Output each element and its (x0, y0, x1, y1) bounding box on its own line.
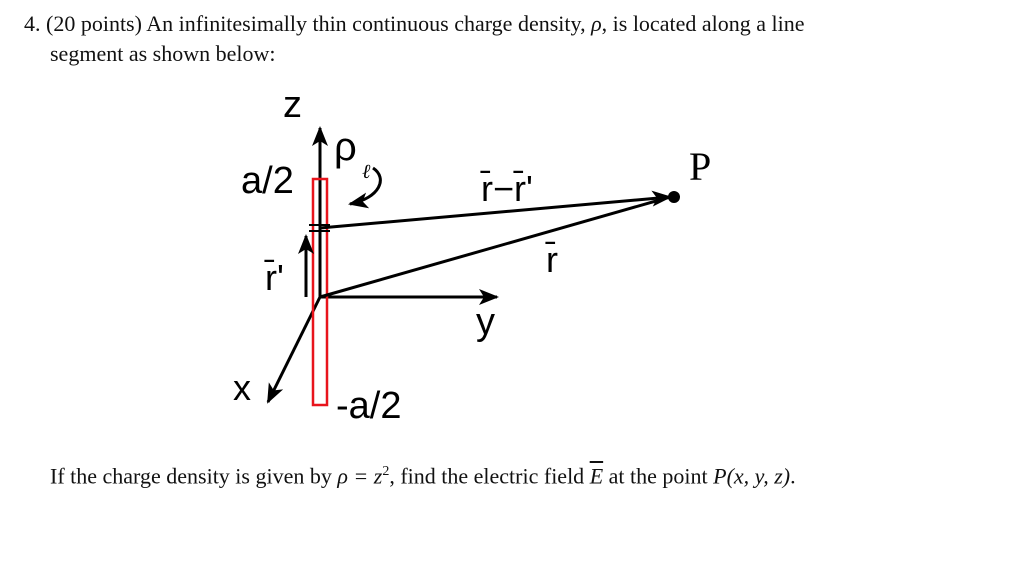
point-expression: P(x, y, z) (713, 463, 791, 489)
electric-field-symbol: E (589, 463, 604, 489)
rho-label: ρ (334, 125, 357, 169)
x-axis-label: x (233, 367, 251, 408)
bottom-limit-label: -a/2 (336, 385, 401, 427)
z-axis-label: z (283, 84, 302, 126)
problem-number: 4. (24, 11, 41, 36)
point-p-label: P (689, 144, 711, 189)
y-axis-label: y (476, 301, 495, 343)
exponent: 2 (382, 464, 390, 479)
r-minus-r-prime-label: r̄−r̄' (480, 168, 533, 209)
rho-symbol: ρ (591, 11, 602, 36)
intro-text-cont: , is located along a line (601, 11, 805, 36)
x-axis (266, 296, 322, 404)
top-limit-label: a/2 (241, 160, 294, 202)
charge-line-segment (311, 177, 329, 407)
problem-statement-line2: segment as shown below: (50, 41, 276, 66)
rho-subscript: ℓ (362, 161, 371, 183)
question-end: . (790, 463, 796, 489)
r-minus-r-prime-vector (319, 190, 672, 230)
r-prime-label: r̄' (264, 257, 284, 298)
r-vector (319, 195, 671, 299)
rho-curved-arrow (348, 166, 382, 209)
question-text-cont2: at the point (603, 463, 714, 489)
problem-statement-line1: 4. (20 points) An infinitesimally thin c… (24, 10, 804, 38)
question-text: If the charge density is given by (50, 463, 338, 489)
point-p-dot (668, 191, 680, 203)
r-label: r̄ (545, 239, 558, 280)
question-text-cont: , find the electric field (389, 463, 590, 489)
intro-text: An infinitesimally thin continuous charg… (146, 11, 592, 36)
problem-points: (20 points) (46, 11, 142, 36)
rho-equation: ρ = z (337, 463, 383, 489)
problem-question: If the charge density is given by ρ = z2… (50, 457, 796, 491)
